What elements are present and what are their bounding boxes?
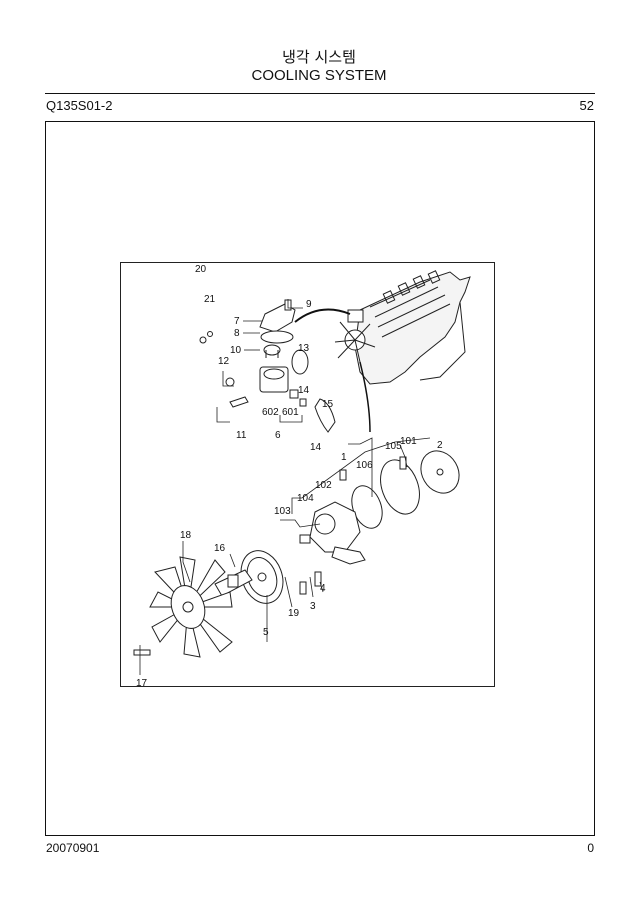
callout-label: 7 [234,316,240,327]
header-rule [45,93,595,94]
callout-label: 21 [204,294,216,305]
callout-label: 6 [275,430,281,441]
callout-label: 3 [310,601,316,612]
engine-fan-illustration [334,309,376,363]
callout-label: 17 [136,678,148,687]
callout-label: 103 [274,506,291,517]
title-korean: 냉각 시스템 [282,48,356,66]
title-english: COOLING SYSTEM [251,67,387,84]
page-number: 52 [579,98,594,113]
pulley-illustration [240,550,284,604]
cooling-fan-illustration [133,556,233,658]
callout-label: 101 [400,436,417,447]
callout-label: 11 [236,430,247,441]
callout-label: 16 [214,543,226,554]
callout-label: 105 [385,441,402,452]
callout-label: 9 [306,299,312,310]
callout-label: 104 [297,493,314,504]
callout-label: 601 [282,407,299,418]
water-pump-illustration [299,450,460,595]
callout-label: 106 [356,460,373,471]
callout-label: 15 [322,399,334,410]
footer-revision: 0 [587,841,594,855]
diagram-border [120,262,495,687]
thermostat-housing-illustration [199,299,336,433]
exploded-view-diagram: 20 21 9 7 8 10 13 12 14 15 602 601 11 6 … [120,262,495,687]
leader-lines [139,299,431,675]
diagram-frame [45,121,595,836]
callout-label: 13 [298,343,310,354]
callout-label: 4 [320,583,326,594]
footer-date: 20070901 [46,841,100,855]
callout-label: 19 [288,608,300,619]
callout-label: 602 [262,407,279,418]
callout-label: 20 [195,264,207,275]
callout-label: 1 [341,452,347,463]
callout-label: 12 [218,356,230,367]
callout-label: 5 [263,627,269,638]
callout-label: 18 [180,530,192,541]
callout-label: 8 [234,328,240,339]
callout-label: 14 [298,385,310,396]
callout-label: 10 [230,345,242,356]
arrow-line [294,308,351,323]
callout-label: 14 [310,442,322,453]
spacer-illustration [214,569,253,597]
engine-block-illustration [354,270,471,385]
section-code: Q135S01-2 [46,98,113,113]
callout-label: 102 [315,480,332,491]
callout-labels: 20 21 9 7 8 10 13 12 14 15 602 601 11 6 … [136,264,443,687]
arrow-line [359,361,371,433]
callout-label: 2 [437,440,443,451]
